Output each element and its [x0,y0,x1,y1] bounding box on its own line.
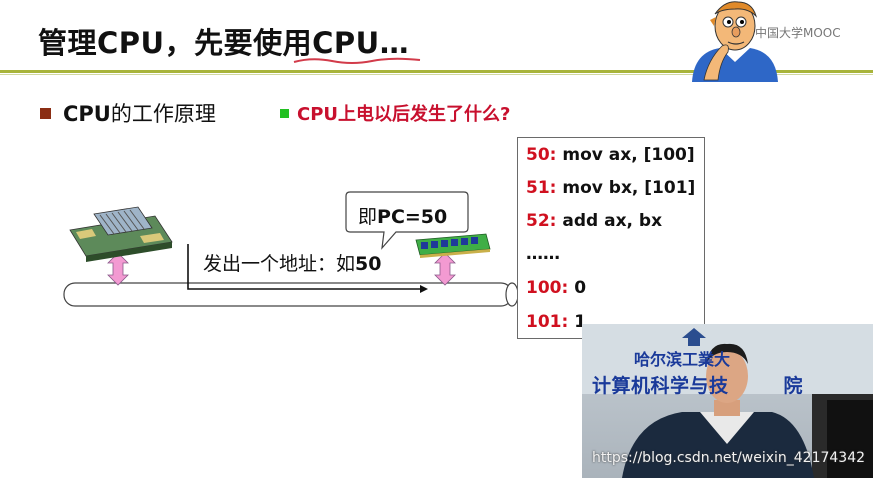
question-text: CPU上电以后发生了什么? [297,104,511,125]
mooc-watermark: 中国大学MOOC [755,26,841,40]
code-line: 101: 1 [526,312,587,332]
code-line: 100: 0 [526,278,587,298]
code-line: 52: add ax, bx [526,211,663,231]
system-bus [63,282,513,307]
video-school-name: 哈尔滨工業大 [634,350,731,369]
pc-bubble-text: 即PC=50 [358,206,448,228]
lecturer-video-inset: 哈尔滨工業大 计算机科学与技院 [582,324,873,478]
title-rule [0,70,873,73]
memory-bus-double-arrow [434,252,456,286]
cpu-chip-icon [69,206,173,262]
bullet-square-icon [40,107,51,119]
bullet-square-green-icon [280,108,289,118]
code-line: 50: mov ax, [100] [526,145,695,165]
title-underline-squiggle [293,57,421,64]
bullet-main-rest: 的工作原理 [110,102,216,126]
bullet-main-bold: CPU [63,102,111,126]
code-line: 51: mov bx, [101] [526,178,696,198]
memory-code-box: 50: mov ax, [100] 51: mov bx, [101] 52: … [517,137,705,339]
pc-speech-bubble [345,191,469,250]
cpu-bus-double-arrow [107,252,129,286]
bullet-main: CPU的工作原理 [40,98,216,128]
address-label: 发出一个地址：如50 [203,253,382,275]
address-arrow [187,244,420,290]
slide-title: 管理CPU，先要使用CPU… [38,26,410,60]
thinking-man-illustration [692,1,778,82]
video-wall-text: 计算机科学与技院 [592,375,804,397]
source-url-watermark: https://blog.csdn.net/weixin_42174342 [592,450,866,466]
memory-chip-icon [415,233,491,258]
title-rule-thin [0,74,873,75]
code-line: …… [526,244,560,264]
bullet-sub-question: CPU上电以后发生了什么? [280,100,510,126]
